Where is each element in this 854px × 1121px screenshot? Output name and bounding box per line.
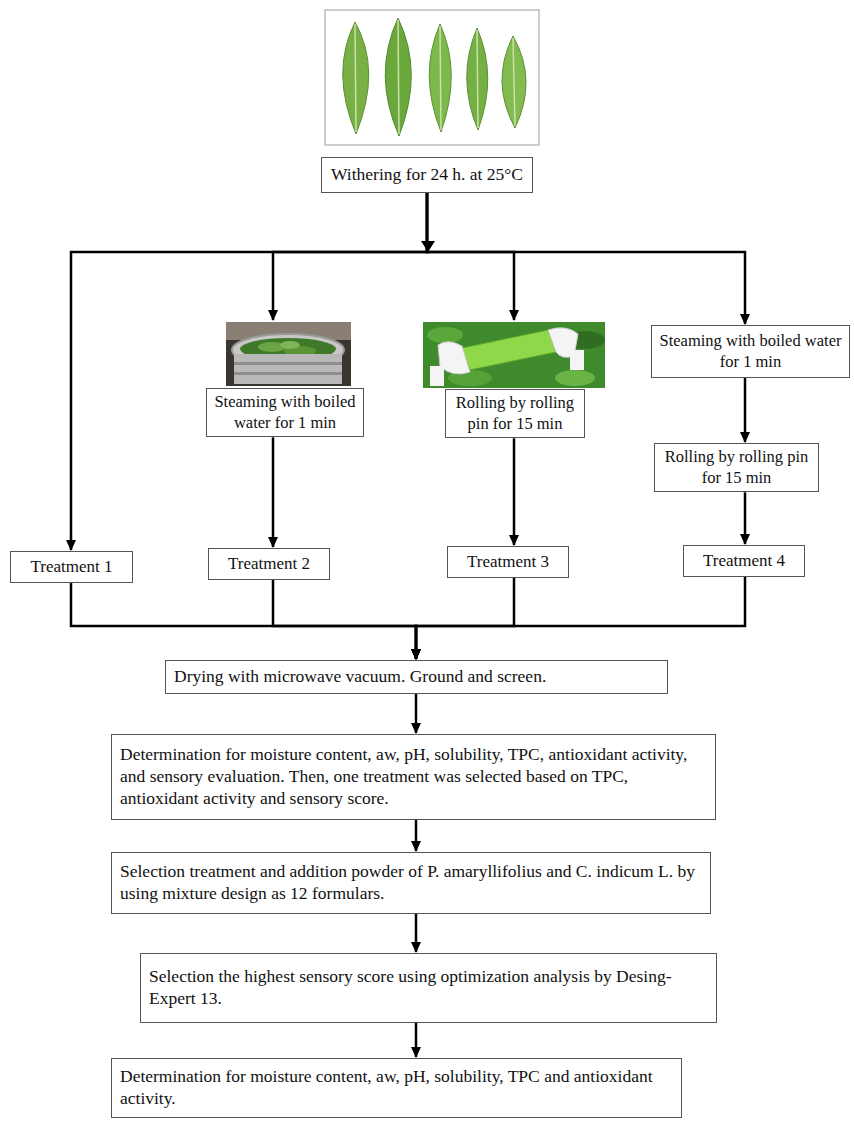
flow-arrow bbox=[744, 378, 747, 442]
box-text: Determination for moisture content, aw, … bbox=[120, 744, 707, 810]
box-text: Treatment 4 bbox=[688, 550, 800, 571]
process-box: Determination for moisture content, aw, … bbox=[111, 734, 716, 820]
treatment-box: Treatment 2 bbox=[208, 548, 330, 580]
flow-arrow bbox=[273, 193, 427, 320]
flow-arrow bbox=[272, 437, 275, 547]
box-text: Selection treatment and addition powder … bbox=[120, 861, 702, 905]
flow-arrow bbox=[415, 820, 418, 851]
flow-arrow bbox=[416, 577, 745, 659]
process-box: Rolling by rolling pin for 15 min bbox=[654, 443, 819, 492]
box-text: Determination for moisture content, aw, … bbox=[120, 1066, 673, 1110]
flow-arrow bbox=[744, 492, 747, 544]
box-text: Steaming with boiled water for 1 min bbox=[211, 392, 359, 433]
process-box: Steaming with boiled water for 1 min bbox=[206, 388, 364, 437]
flow-arrow bbox=[415, 1023, 418, 1057]
process-box: Selection treatment and addition powder … bbox=[111, 852, 711, 914]
box-text: Treatment 1 bbox=[15, 556, 128, 577]
leaf-photo bbox=[325, 10, 539, 145]
box-text: Selection the highest sensory score usin… bbox=[149, 966, 708, 1010]
box-text: Withering for 24 h. at 25°C bbox=[326, 164, 528, 186]
treatment-box: Treatment 3 bbox=[447, 546, 569, 578]
steaming-photo bbox=[226, 322, 351, 386]
process-box: Steaming with boiled water for 1 min bbox=[651, 325, 850, 378]
box-text: Rolling by rolling pin for 15 min bbox=[450, 393, 580, 434]
rolling-photo bbox=[423, 322, 605, 388]
withering-box: Withering for 24 h. at 25°C bbox=[321, 157, 533, 193]
flow-arrow bbox=[273, 580, 416, 659]
box-text: Treatment 3 bbox=[452, 551, 564, 572]
process-box: Rolling by rolling pin for 15 min bbox=[445, 389, 585, 438]
box-text: Treatment 2 bbox=[213, 553, 325, 574]
box-text: Drying with microwave vacuum. Ground and… bbox=[174, 666, 659, 688]
flow-arrow bbox=[415, 914, 418, 952]
flow-arrow bbox=[71, 193, 427, 550]
flow-arrow bbox=[416, 578, 514, 659]
treatment-box: Treatment 4 bbox=[683, 545, 805, 577]
box-text: Steaming with boiled water for 1 min bbox=[656, 331, 845, 372]
flow-arrow bbox=[513, 438, 516, 545]
flow-arrow bbox=[427, 193, 745, 324]
box-text: Rolling by rolling pin for 15 min bbox=[659, 447, 814, 488]
process-box: Drying with microwave vacuum. Ground and… bbox=[165, 660, 668, 694]
flow-arrow bbox=[415, 694, 418, 733]
treatment-box: Treatment 1 bbox=[10, 551, 133, 583]
process-box: Selection the highest sensory score usin… bbox=[140, 953, 717, 1023]
flow-arrow bbox=[427, 193, 514, 320]
flow-arrow bbox=[71, 583, 416, 659]
process-box: Determination for moisture content, aw, … bbox=[111, 1058, 682, 1118]
